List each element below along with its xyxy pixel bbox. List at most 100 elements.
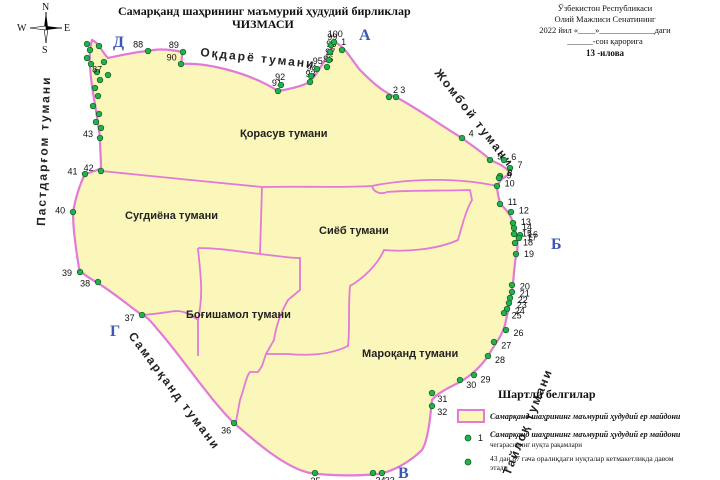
legend-item-points-line1: Самарқанд шаҳрининг маъмурий ҳудудий ер … [490, 430, 681, 439]
boundary-point-marker [510, 230, 518, 238]
boundary-point-marker [277, 81, 285, 89]
boundary-point: 29 [470, 371, 491, 385]
boundary-point-marker [392, 93, 400, 101]
boundary-point-marker [230, 419, 238, 427]
boundary-point-number: 16 [528, 230, 538, 240]
boundary-point-marker [511, 239, 519, 247]
boundary-point-number: 26 [514, 328, 524, 338]
boundary-point-number: 29 [481, 375, 491, 385]
map-subtitle: ЧИЗМАСИ [232, 17, 295, 31]
boundary-point: 41 [67, 166, 89, 178]
boundary-point-marker [94, 278, 102, 286]
boundary-point-number: 24 [515, 306, 525, 316]
boundary-point: 33 [378, 469, 395, 480]
legend-item-range-line1: 43 дан 87 гача оралиқдаги нуқталар кетма… [490, 454, 674, 463]
boundary-point: 7 [506, 160, 523, 172]
boundary-point-number: 30 [466, 380, 476, 390]
boundary-point-marker [490, 338, 498, 346]
boundary-point-marker [493, 182, 501, 190]
adjacent-label-pastdargom: Пастдарғом тумани [34, 75, 53, 226]
boundary-point-number: 43 [83, 129, 93, 139]
boundary-point-number: 18 [523, 238, 533, 248]
boundary-point-number: 25 [512, 310, 522, 320]
boundary-point-number: 91 [272, 78, 282, 88]
district-label-bogishamol: Боғишамол тумани [186, 309, 291, 321]
boundary-point: 91 [272, 78, 282, 95]
boundary-point: 3 [392, 85, 405, 101]
boundary-point-marker [325, 56, 333, 64]
boundary-point-number: 5 [497, 152, 502, 162]
boundary-point-number: 9 [507, 170, 512, 180]
corner-letter-v: В [398, 465, 409, 480]
boundary-point-number: 22 [518, 295, 528, 305]
boundary-point: 89 [169, 40, 187, 56]
boundary-point-marker [428, 402, 436, 410]
boundary-point: 9 [495, 170, 512, 182]
boundary-point-marker [509, 219, 517, 227]
boundary-point-number: 90 [167, 52, 177, 62]
boundary-point-number: 40 [55, 206, 65, 216]
boundary-point-number: 95 [313, 56, 323, 66]
legend-point-symbol [464, 434, 472, 442]
boundary-point-marker [506, 164, 514, 172]
boundary-point-marker [76, 268, 84, 276]
boundary-point: 13 [509, 217, 531, 227]
boundary-point-marker [500, 156, 508, 164]
corner-letter-g: Г [110, 323, 120, 340]
boundary-point-marker [97, 167, 105, 175]
boundary-point: 1 [338, 37, 346, 54]
boundary-point-marker [313, 65, 321, 73]
boundary-point-marker [502, 326, 510, 334]
boundary-point-marker [96, 134, 104, 142]
compass-east-label: E [64, 23, 70, 34]
boundary-point: 15 [510, 228, 532, 238]
boundary-point: 26 [502, 326, 524, 338]
boundary-point-marker [330, 38, 338, 46]
corner-letter-d: Д [113, 34, 124, 51]
district-label-korasuv: Қорасув тумани [240, 128, 327, 140]
boundary-point-marker [306, 78, 314, 86]
corner-letter-b: Б [551, 236, 562, 253]
boundary-point-number: 4 [469, 129, 474, 139]
boundary-point-number: 21 [520, 289, 530, 299]
boundary-point: 100 [328, 29, 343, 46]
boundary-point-number: 13 [521, 217, 531, 227]
boundary-point-marker [179, 48, 187, 56]
boundary-point-number: 92 [275, 72, 285, 82]
boundary-point: 40 [55, 206, 77, 216]
boundary-point-marker [378, 469, 386, 477]
boundary-point-number: 17 [527, 233, 537, 243]
district-label-sugdiyona: Сугдиёна тумани [125, 210, 218, 222]
boundary-point-number: 2 [393, 85, 398, 95]
boundary-point-marker [456, 376, 464, 384]
boundary-point-marker [486, 156, 494, 164]
approval-line5: 13 -илова [586, 48, 625, 58]
legend-item-range-line2: этади [490, 463, 508, 472]
boundary-point: 4 [458, 129, 474, 142]
boundary-point-number: 89 [169, 40, 179, 50]
boundary-point: 25 [500, 309, 522, 320]
boundary-point-number: 15 [522, 228, 532, 238]
legend-swatch-territory [457, 409, 485, 423]
boundary-point: 10 [493, 179, 515, 190]
boundary-point-number: 88 [133, 40, 143, 50]
boundary-point-marker [369, 469, 377, 477]
corner-letter-a: А [359, 27, 371, 44]
boundary-point: 38 [80, 278, 102, 288]
boundary-point-marker [507, 208, 515, 216]
boundary-point: 30 [456, 376, 476, 390]
boundary-point: 32 [428, 402, 447, 417]
compass: N S W E [17, 2, 70, 56]
boundary-point: 20 [508, 281, 530, 291]
boundary-point: 35 [310, 469, 321, 480]
boundary-point-marker [496, 200, 504, 208]
boundary-point-number: 28 [495, 355, 505, 365]
boundary-point: 39 [62, 268, 84, 278]
boundary-point-marker [81, 170, 89, 178]
boundary-point-marker [508, 281, 516, 289]
compass-west-label: W [17, 23, 27, 34]
boundary-point-number: 7 [518, 160, 523, 170]
district-label-siyob: Сиёб тумани [319, 225, 389, 237]
